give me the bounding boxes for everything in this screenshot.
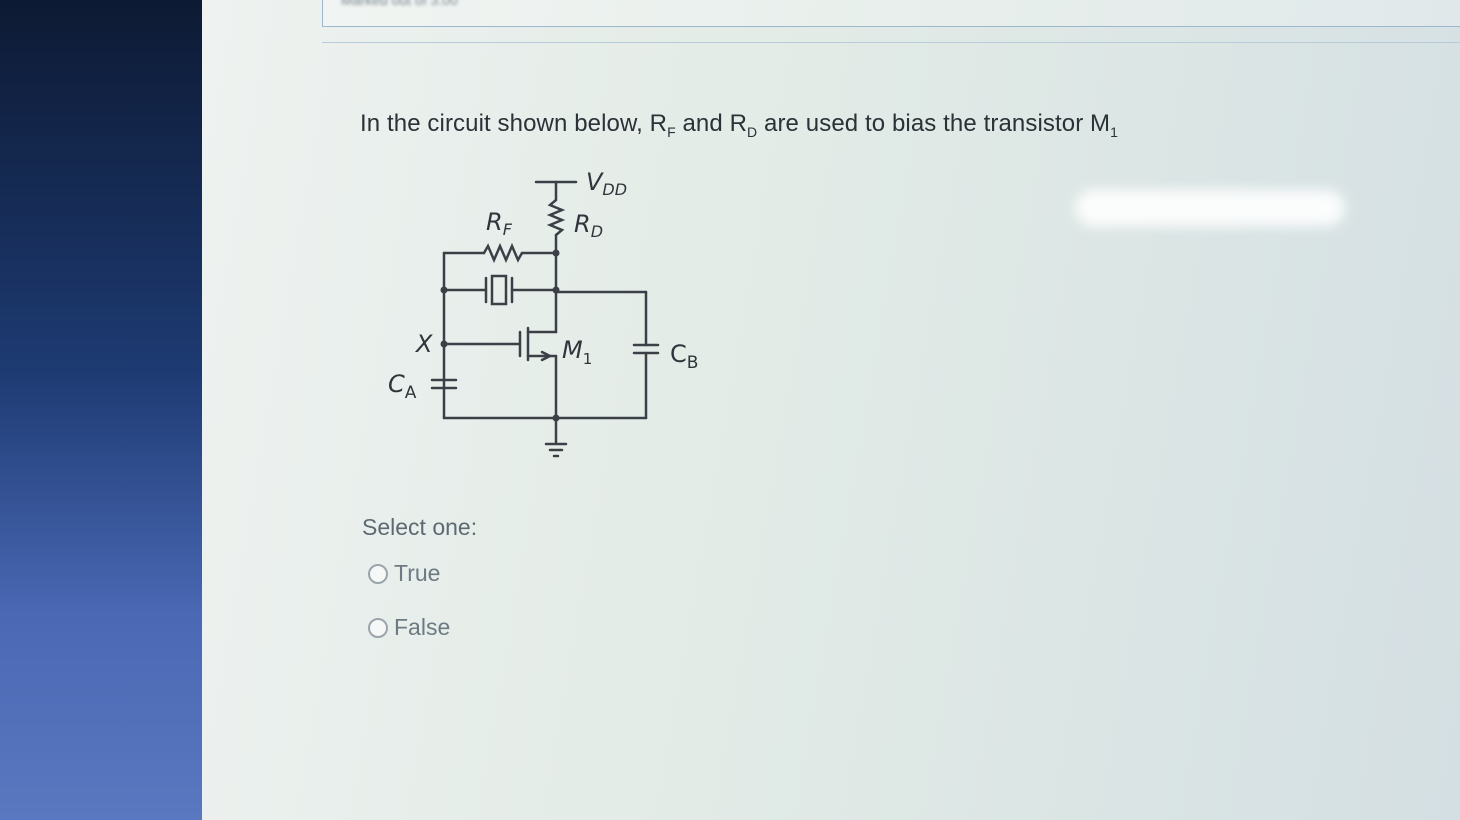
question-text: In the circuit shown below, RF and RD ar… (360, 110, 1119, 140)
circuit-diagram: VDD RF RD M1 CB CA X (388, 168, 698, 458)
divider (322, 26, 1460, 43)
m1-arrow (540, 350, 553, 362)
rf-resistor (482, 242, 524, 264)
rd-resistor (546, 198, 566, 237)
screen-bezel (0, 0, 202, 820)
rd-label: RD (574, 210, 603, 241)
option-false[interactable]: False (368, 614, 450, 641)
option-true[interactable]: True (368, 560, 440, 587)
blurred-overlay (1075, 190, 1345, 226)
ca-label: CA (388, 370, 417, 403)
rf-label: RF (486, 208, 513, 239)
false-radio[interactable] (368, 617, 388, 638)
select-one-label: Select one: (362, 514, 478, 540)
vdd-label: VDD (586, 168, 627, 199)
false-label[interactable]: False (394, 614, 451, 640)
m1-label: M1 (562, 336, 592, 368)
true-label[interactable]: True (394, 560, 441, 586)
x-node-label: X (414, 330, 433, 358)
marks-text: Marked out of 3.00 (341, 0, 458, 8)
question-info-box: Marked out of 3.00 (322, 0, 1460, 27)
quiz-content-area (202, 0, 1460, 820)
cb-label: CB (670, 340, 698, 373)
crystal-body (490, 274, 508, 306)
true-radio[interactable] (368, 563, 388, 584)
